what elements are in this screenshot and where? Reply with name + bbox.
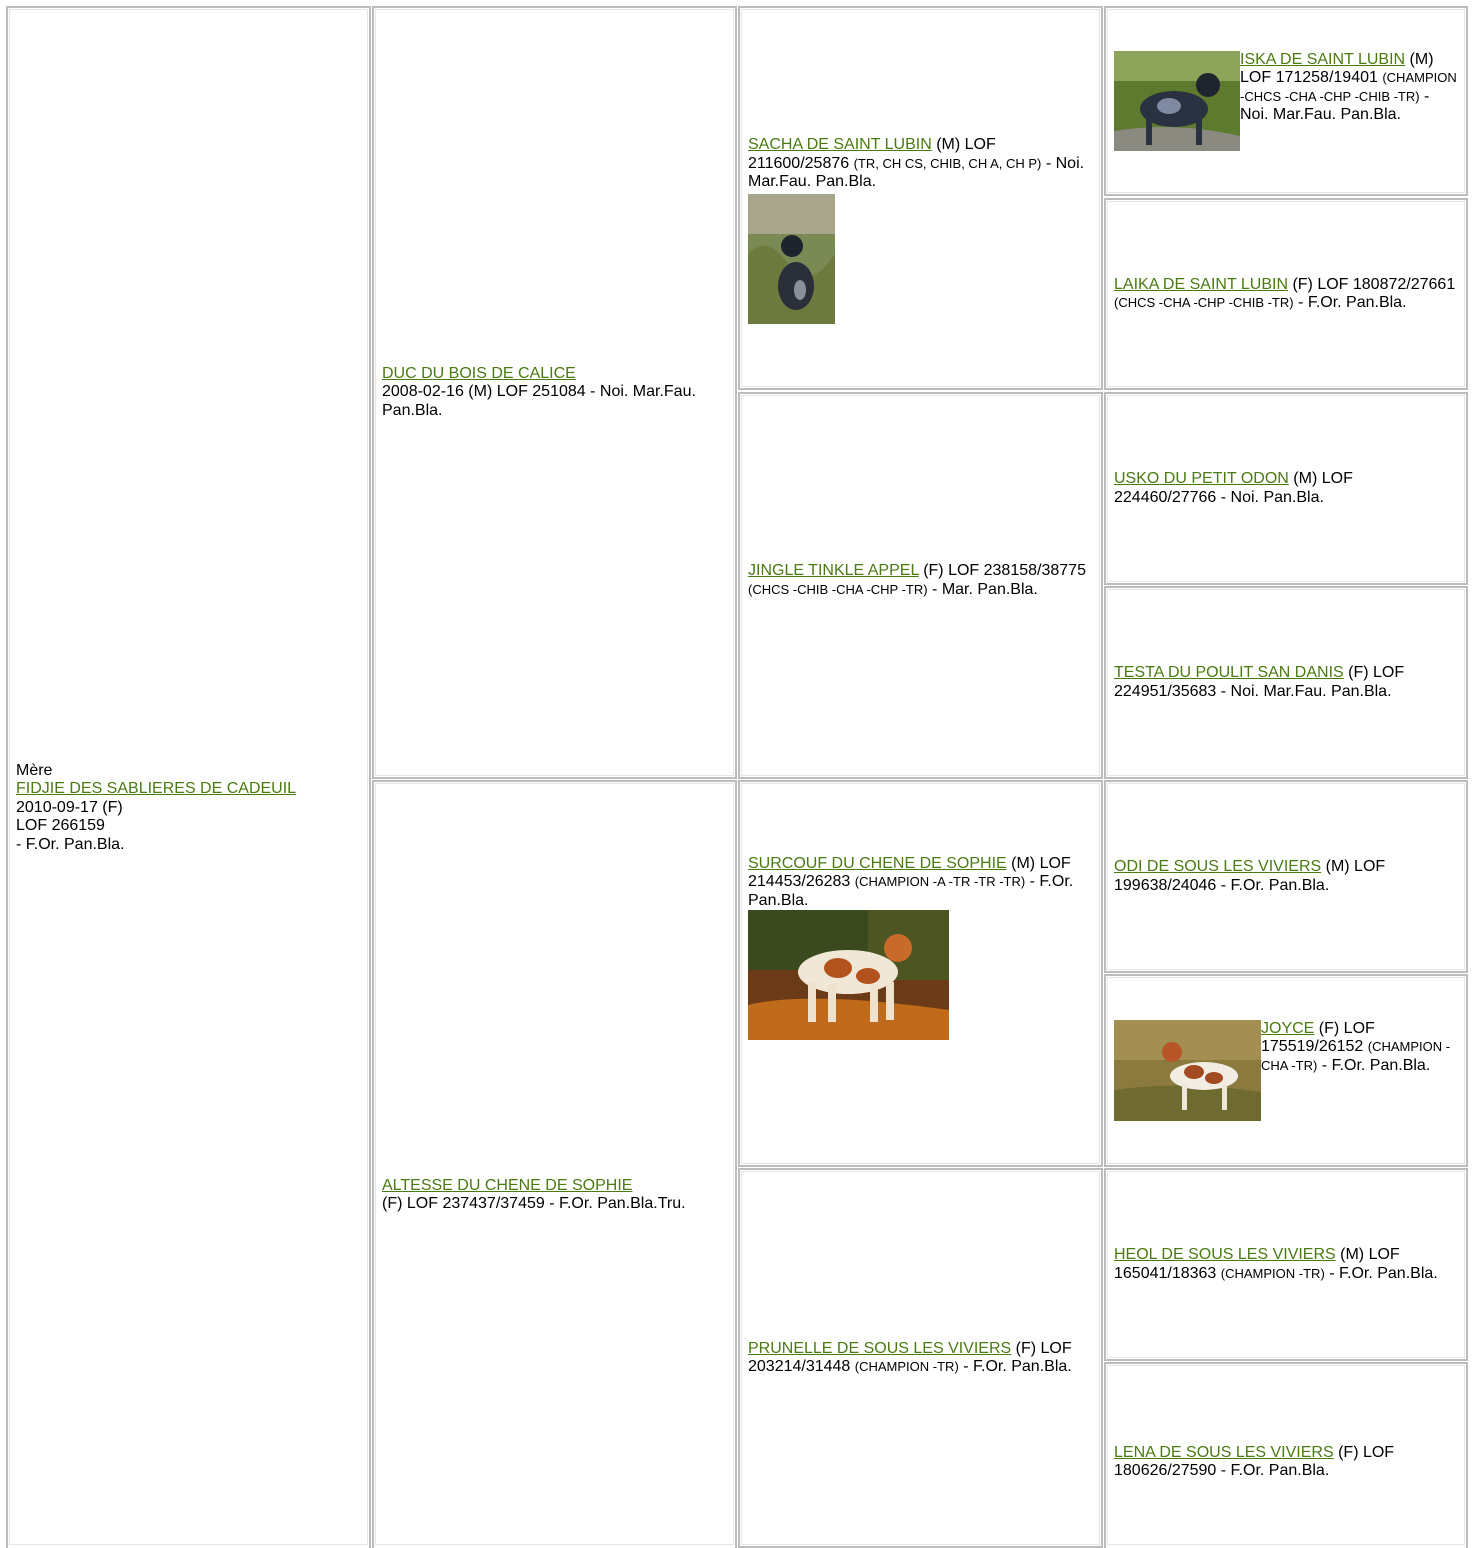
gen4-2-lof: (F) LOF 180872/27661 — [1288, 275, 1456, 293]
gen4-1-name-link[interactable]: ISKA DE SAINT LUBIN — [1240, 51, 1406, 68]
pedigree-cell-mother: Mère FIDJIE DES SABLIERES DE CADEUIL 201… — [6, 6, 371, 1548]
dog-photo[interactable] — [748, 193, 835, 324]
gen3-2-titles: (CHCS -CHIB -CHA -CHP -TR) — [748, 581, 928, 597]
gen4-3-color: - Noi. Pan.Bla. — [1216, 488, 1324, 506]
dam-name-link[interactable]: ALTESSE DU CHENE DE SOPHIE — [382, 1176, 633, 1194]
gen3-1-titles: (TR, CH CS, CHIB, CH A, CH P) — [853, 155, 1042, 171]
gen3-1-name-link[interactable]: SACHA DE SAINT LUBIN — [748, 136, 932, 154]
gen4-8-color: - F.Or. Pan.Bla. — [1216, 1462, 1330, 1479]
pedigree-cell-gen3-2: JINGLE TINKLE APPEL (F) LOF 238158/38775… — [738, 392, 1103, 779]
mother-name-link[interactable]: FIDJIE DES SABLIERES DE CADEUIL — [16, 780, 297, 798]
pedigree-cell-gen4-1: ISKA DE SAINT LUBIN (M) LOF 171258/19401… — [1104, 6, 1468, 196]
gen3-2-lof: (F) LOF 238158/38775 — [918, 562, 1086, 580]
gen3-3-name-link[interactable]: SURCOUF DU CHENE DE SOPHIE — [748, 854, 1007, 872]
gen4-8-lof: (F) LOF 180626/27590 — [1114, 1443, 1395, 1479]
gen4-5-color: - F.Or. Pan.Bla. — [1216, 876, 1330, 894]
gen4-6-titles: (CHAMPION -CHA -TR) — [1261, 1039, 1451, 1073]
gen4-1-titles: (CHAMPION -CHCS -CHA -CHP -CHIB -TR) — [1240, 70, 1457, 104]
sire-name-link[interactable]: DUC DU BOIS DE CALICE — [382, 364, 576, 382]
gen4-6-lof: (F) LOF 175519/26152 — [1261, 1020, 1375, 1056]
gen4-8-name-link[interactable]: LENA DE SOUS LES VIVIERS — [1114, 1443, 1334, 1461]
pedigree-cell-dam: ALTESSE DU CHENE DE SOPHIE (F) LOF 23743… — [372, 780, 737, 1548]
gen4-2-color: - F.Or. Pan.Bla. — [1293, 294, 1407, 311]
gen3-1-color: - Noi. Mar.Fau. Pan.Bla. — [748, 154, 1085, 191]
pedigree-cell-gen3-1: SACHA DE SAINT LUBIN (M) LOF 211600/2587… — [738, 6, 1103, 390]
gen4-5-name-link[interactable]: ODI DE SOUS LES VIVIERS — [1114, 858, 1322, 876]
gen3-4-color: - F.Or. Pan.Bla. — [958, 1358, 1072, 1375]
dog-photo[interactable] — [748, 910, 949, 1041]
mother-label: Mère — [16, 762, 53, 780]
dam-info: (F) LOF 237437/37459 - F.Or. Pan.Bla.Tru… — [382, 1195, 686, 1212]
dog-photo[interactable] — [1114, 51, 1240, 151]
pedigree-cell-gen4-7: HEOL DE SOUS LES VIVIERS (M) LOF 165041/… — [1104, 1168, 1468, 1361]
gen4-6-color: - F.Or. Pan.Bla. — [1317, 1056, 1431, 1074]
gen4-7-name-link[interactable]: HEOL DE SOUS LES VIVIERS — [1114, 1246, 1336, 1264]
pedigree-cell-gen4-6: JOYCE (F) LOF 175519/26152 (CHAMPION -CH… — [1104, 974, 1468, 1167]
gen4-4-name-link[interactable]: TESTA DU POULIT SAN DANIS — [1114, 664, 1344, 682]
gen4-7-lof: (M) LOF 165041/18363 — [1114, 1246, 1400, 1282]
gen4-4-lof: (F) LOF 224951/35683 — [1114, 664, 1405, 700]
gen4-2-name-link[interactable]: LAIKA DE SAINT LUBIN — [1114, 275, 1288, 293]
mother-birth: 2010-09-17 (F) — [16, 798, 123, 816]
gen4-3-lof: (M) LOF 224460/27766 — [1114, 470, 1353, 506]
pedigree-cell-gen4-4: TESTA DU POULIT SAN DANIS (F) LOF 224951… — [1104, 586, 1468, 779]
gen3-2-name-link[interactable]: JINGLE TINKLE APPEL — [748, 562, 919, 580]
gen3-4-name-link[interactable]: PRUNELLE DE SOUS LES VIVIERS — [748, 1339, 1012, 1357]
gen3-3-titles: (CHAMPION -A -TR -TR -TR) — [854, 874, 1026, 890]
gen4-4-color: - Noi. Mar.Fau. Pan.Bla. — [1216, 682, 1392, 700]
gen3-1-lof: (M) LOF 211600/25876 — [748, 136, 996, 172]
pedigree-cell-gen3-3: SURCOUF DU CHENE DE SOPHIE (M) LOF 21445… — [738, 780, 1103, 1167]
gen4-3-name-link[interactable]: USKO DU PETIT ODON — [1114, 470, 1289, 488]
gen4-1-color: - Noi. Mar.Fau. Pan.Bla. — [1240, 87, 1430, 124]
pedigree-cell-gen4-8: LENA DE SOUS LES VIVIERS (F) LOF 180626/… — [1104, 1362, 1468, 1548]
gen3-3-lof: (M) LOF 214453/26283 — [748, 854, 1071, 891]
pedigree-cell-gen4-2: LAIKA DE SAINT LUBIN (F) LOF 180872/2766… — [1104, 198, 1468, 390]
mother-color: - F.Or. Pan.Bla. — [16, 835, 125, 853]
gen3-4-lof: (F) LOF 203214/31448 — [748, 1339, 1072, 1375]
gen4-1-lof: (M) LOF 171258/19401 — [1240, 51, 1434, 87]
gen3-3-color: - F.Or. Pan.Bla. — [748, 873, 1074, 909]
mother-lof: LOF 266159 — [16, 817, 105, 835]
gen4-7-titles: (CHAMPION -TR) — [1220, 1265, 1325, 1281]
gen3-2-color: - Mar. Pan.Bla. — [927, 580, 1038, 598]
gen4-7-color: - F.Or. Pan.Bla. — [1324, 1264, 1438, 1282]
pedigree-cell-sire: DUC DU BOIS DE CALICE 2008-02-16 (M) LOF… — [372, 6, 737, 779]
dog-photo[interactable] — [1114, 1020, 1261, 1121]
gen3-4-titles: (CHAMPION -TR) — [854, 1359, 959, 1374]
gen4-6-name-link[interactable]: JOYCE — [1261, 1020, 1315, 1037]
pedigree-cell-gen4-3: USKO DU PETIT ODON (M) LOF 224460/27766 … — [1104, 392, 1468, 585]
sire-info: 2008-02-16 (M) LOF 251084 - Noi. Mar.Fau… — [382, 383, 696, 419]
gen4-5-lof: (M) LOF 199638/24046 — [1114, 858, 1386, 894]
pedigree-cell-gen4-5: ODI DE SOUS LES VIVIERS (M) LOF 199638/2… — [1104, 780, 1468, 973]
pedigree-cell-gen3-4: PRUNELLE DE SOUS LES VIVIERS (F) LOF 203… — [738, 1168, 1103, 1548]
gen4-2-titles: (CHCS -CHA -CHP -CHIB -TR) — [1114, 295, 1294, 310]
